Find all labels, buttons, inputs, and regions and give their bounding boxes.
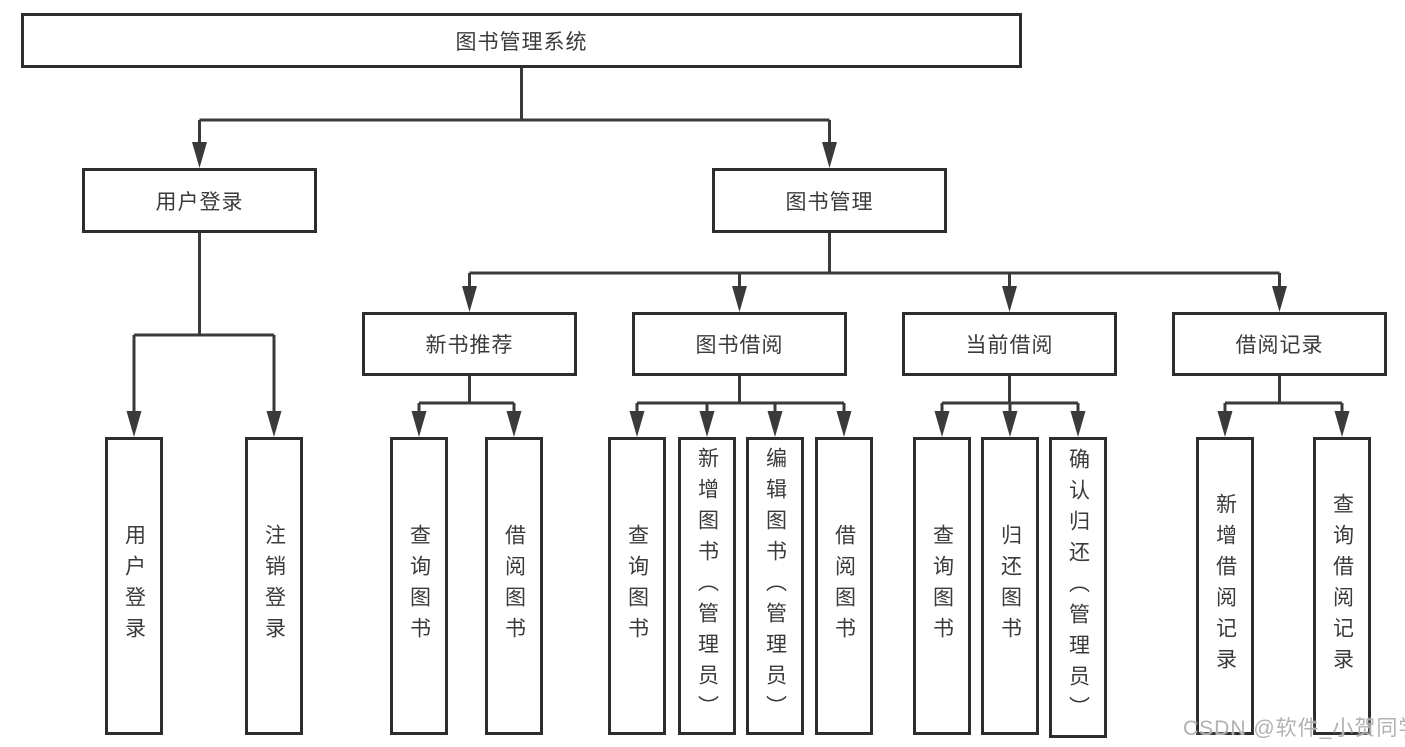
node-book-management: 图书管理 xyxy=(712,168,947,233)
node-new-book-recommend: 新书推荐 xyxy=(362,312,577,376)
leaf-recommend-query-book: 查询图书 xyxy=(390,437,448,735)
leaf-current-return-book: 归还图书 xyxy=(981,437,1039,735)
node-borrow-records: 借阅记录 xyxy=(1172,312,1387,376)
leaf-borrow-borrow-book: 借阅图书 xyxy=(815,437,873,735)
node-book-borrow: 图书借阅 xyxy=(632,312,847,376)
leaf-records-add-record: 新增借阅记录 xyxy=(1196,437,1254,735)
leaf-logout: 注销登录 xyxy=(245,437,303,735)
leaf-records-query-record: 查询借阅记录 xyxy=(1313,437,1371,735)
leaf-borrow-query-book: 查询图书 xyxy=(608,437,666,735)
leaf-recommend-borrow-book: 借阅图书 xyxy=(485,437,543,735)
leaf-current-query-book: 查询图书 xyxy=(913,437,971,735)
node-root: 图书管理系统 xyxy=(21,13,1022,68)
leaf-borrow-edit-book-admin: 编辑图书（管理员） xyxy=(746,437,804,735)
node-current-borrow: 当前借阅 xyxy=(902,312,1117,376)
leaf-borrow-add-book-admin: 新增图书（管理员） xyxy=(678,437,736,735)
csdn-watermark: CSDN @软件_小贺同学 xyxy=(1183,717,1405,740)
leaf-user-login: 用户登录 xyxy=(105,437,163,735)
leaf-current-confirm-return-admin: 确认归还（管理员） xyxy=(1049,437,1107,738)
node-user-login: 用户登录 xyxy=(82,168,317,233)
